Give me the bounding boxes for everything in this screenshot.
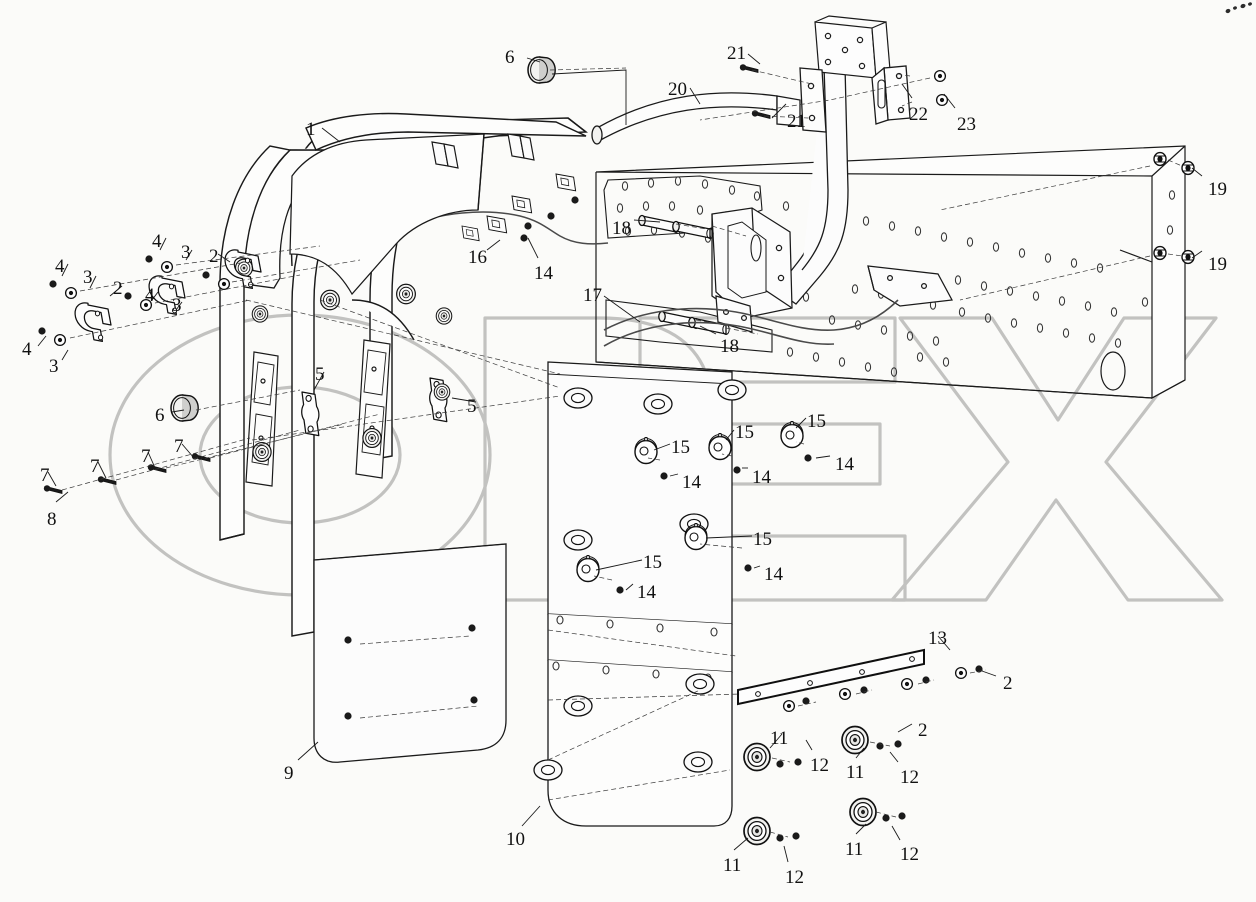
callout-4-a: 4: [152, 231, 162, 252]
end-cap-6-left: [170, 394, 199, 422]
callout-21-b: 21: [787, 111, 806, 132]
retaining-strip-13: [737, 648, 925, 706]
callout-17: 17: [583, 285, 602, 306]
callout-16: 16: [468, 247, 487, 268]
callout-21-a: 21: [727, 43, 746, 64]
callout-10: 10: [506, 829, 525, 850]
trim-strip-left: [245, 351, 279, 487]
callout-12-c: 12: [900, 844, 919, 865]
callout-14-b: 14: [835, 454, 854, 475]
callout-11-b: 11: [846, 762, 865, 783]
callout-13: 13: [928, 628, 947, 649]
callout-2-c: 2: [1003, 673, 1013, 694]
diagonal-strut: [867, 265, 953, 307]
callout-19-a: 19: [1208, 179, 1227, 200]
bracket-22: [871, 65, 911, 125]
callout-15-d: 15: [753, 529, 772, 550]
corner-scuff-mark: [1225, 2, 1252, 14]
callout-5-a: 5: [315, 364, 325, 385]
callout-9: 9: [284, 763, 294, 784]
callout-2-b: 2: [113, 278, 123, 299]
callout-23: 23: [957, 114, 976, 135]
callout-15-c: 15: [671, 437, 690, 458]
screws-12-group: [776, 740, 906, 842]
callout-14-f: 14: [637, 582, 656, 603]
callout-11-d: 11: [723, 855, 742, 876]
hose-16: [399, 211, 609, 245]
bolts-21: [739, 63, 771, 119]
callout-7-c: 7: [90, 456, 100, 477]
grommets-11-group: [743, 725, 877, 846]
frame-rail-holes: [616, 155, 1176, 377]
callout-11-a: 11: [770, 728, 789, 749]
post-top-plate: [814, 15, 891, 79]
callout-14-e: 14: [764, 564, 783, 585]
callout-6-left: 6: [155, 405, 165, 426]
callout-22: 22: [909, 104, 928, 125]
callout-4-c: 4: [145, 285, 155, 306]
crossmember-tube-20: [591, 67, 827, 145]
callout-3-a: 3: [181, 242, 191, 263]
callout-2-d: 2: [918, 720, 928, 741]
callout-3-d: 3: [49, 356, 59, 377]
callout-6-top: 6: [505, 47, 515, 68]
callout-12-b: 12: [900, 767, 919, 788]
mud-flap-9: [313, 543, 507, 763]
callout-7-d: 7: [40, 465, 50, 486]
callout-12-a: 12: [810, 755, 829, 776]
callout-15-b: 15: [735, 422, 754, 443]
callout-11-c: 11: [845, 839, 864, 860]
callout-1: 1: [306, 119, 316, 140]
callout-3-c: 3: [172, 295, 182, 316]
callout-4-b: 4: [55, 256, 65, 277]
screws-7-8: [43, 452, 211, 494]
callout-14-d: 14: [682, 472, 701, 493]
callout-2-a: 2: [209, 246, 219, 267]
callout-15-e: 15: [643, 552, 662, 573]
leader-lines: [37, 53, 1203, 863]
washers-23: [933, 69, 949, 107]
lower-panel-holes: [552, 615, 718, 683]
callout-4-d: 4: [22, 339, 32, 360]
fender-top-hinges: [431, 133, 535, 169]
assembly-leaders: [61, 67, 1183, 838]
center-bracket-assembly: [711, 207, 793, 333]
callout-3-b: 3: [83, 267, 93, 288]
callout-18-a: 18: [612, 218, 631, 239]
callout-7-b: 7: [174, 436, 184, 457]
callout-19-b: 19: [1208, 254, 1227, 275]
callout-12-d: 12: [785, 867, 804, 888]
callout-15-a: 15: [807, 411, 826, 432]
callout-20: 20: [668, 79, 687, 100]
callout-14-c: 14: [752, 467, 771, 488]
callout-8: 8: [47, 509, 57, 530]
hose-17: [603, 299, 899, 347]
nuts-3-bolts-4: [38, 255, 231, 347]
callout-14-a: 14: [534, 263, 553, 284]
callout-5-b: 5: [467, 396, 477, 417]
callout-7-a: 7: [141, 446, 151, 467]
callout-18-b: 18: [720, 336, 739, 357]
